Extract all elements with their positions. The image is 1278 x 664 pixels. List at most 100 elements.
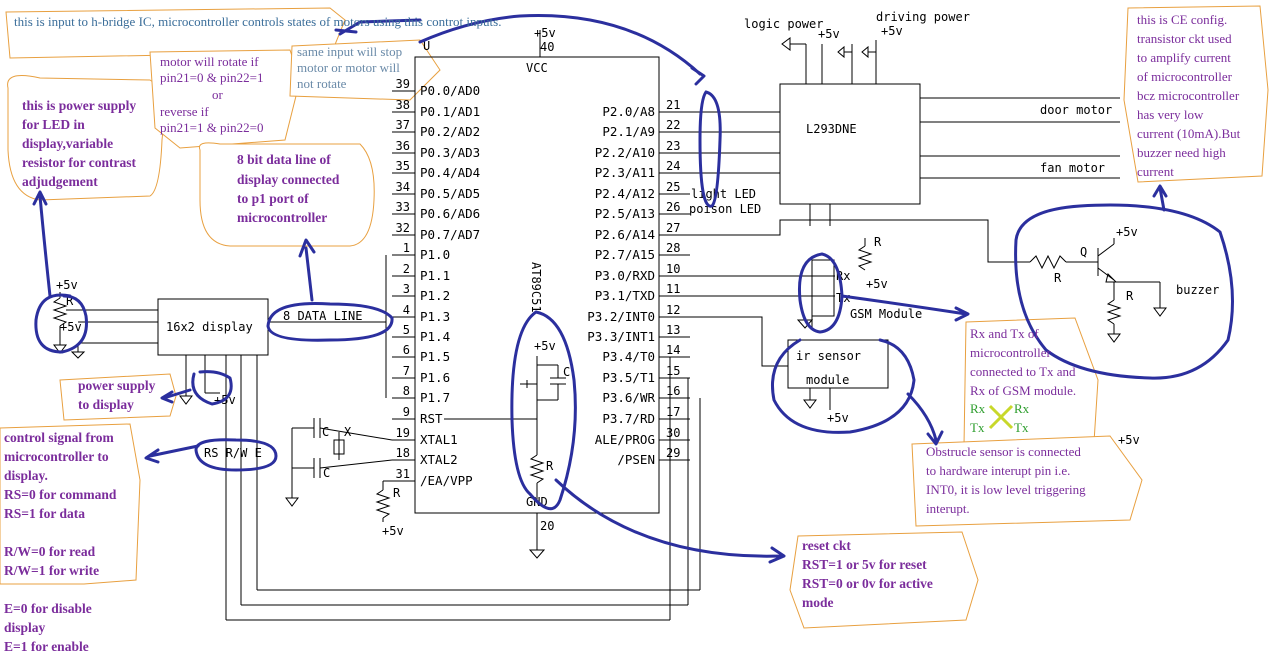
note-control-signals: control signal from microcontroller to d…	[4, 430, 117, 654]
pot-supply-mid: +5v	[60, 320, 82, 334]
door-motor-label: door motor	[1040, 103, 1112, 117]
pin-name: P1.7	[420, 390, 450, 405]
pin-name: P3.3/INT1	[587, 329, 655, 344]
note-rx-tx: Rx and Tx of microcontroller connected t…	[970, 326, 1076, 435]
svg-text:R/W=0 for read: R/W=0 for read	[4, 544, 96, 559]
data-bus: 8 DATA LINE	[78, 255, 387, 398]
note-reset-circuit: reset ckt RST=1 or 5v for reset RST=0 or…	[802, 538, 933, 610]
reset-r: R	[546, 459, 554, 473]
vcc-supply: +5v	[534, 26, 556, 40]
pin-number: 14	[666, 343, 680, 357]
pin-name: P3.7/RD	[602, 411, 655, 426]
ground-icon	[53, 344, 67, 354]
pin-number: 39	[396, 77, 410, 91]
pin-name: P2.2/A10	[595, 145, 655, 160]
pin-number: 18	[396, 446, 410, 460]
pin-number: 34	[396, 180, 410, 194]
pin-name: P3.0/RXD	[595, 268, 655, 283]
pin-name: P3.1/TXD	[595, 288, 655, 303]
note-display-power: power supply to display	[78, 378, 156, 412]
annotation-strokes	[32, 14, 1234, 564]
pin-name: P2.1/A9	[602, 124, 655, 139]
buz-supply: +5v	[1116, 225, 1138, 239]
pin-name: P2.3/A11	[595, 165, 655, 180]
pin-6: 6 P1.5	[392, 343, 450, 364]
xtal-c2: C	[323, 466, 330, 480]
pin-number: 24	[666, 159, 680, 173]
pin-name: P1.5	[420, 349, 450, 364]
svg-text:buzzer need high: buzzer need high	[1137, 145, 1226, 160]
note-same-input: same input will stop motor or motor will…	[297, 44, 402, 91]
pin-22: 22 P2.1/A9	[602, 118, 690, 139]
buzzer-drive-line	[659, 219, 1030, 263]
motor-driver: L293DNE logic power driving power +5v +5…	[659, 10, 1120, 226]
ground-icon	[285, 497, 299, 507]
pin-name: XTAL2	[420, 452, 458, 467]
xtal-x: X	[344, 425, 352, 439]
pin-number: 19	[396, 426, 410, 440]
pin-number: 6	[403, 343, 410, 357]
svg-text:motor or motor will: motor or motor will	[297, 60, 400, 75]
chip-name: AT89C51	[529, 262, 543, 313]
svg-text:to hardware interupt pin i.e.: to hardware interupt pin i.e.	[926, 463, 1070, 478]
xtal-c1: C	[322, 425, 329, 439]
pin-number: 32	[396, 221, 410, 235]
note-obstacle-sensor: Obstrucle sensor is connected to hardwar…	[926, 444, 1086, 516]
svg-text:Rx: Rx	[1014, 401, 1030, 416]
svg-text:to p1 port of: to p1 port of	[237, 191, 309, 206]
buz-r2: R	[1126, 289, 1134, 303]
pin-number: 22	[666, 118, 680, 132]
note-ce-config: this is CE config. transistor ckt used t…	[1137, 12, 1241, 179]
pin-number: 26	[666, 200, 680, 214]
gsm-module-label: GSM Module	[850, 307, 922, 321]
pin-number: 33	[396, 200, 410, 214]
pin-name: P3.6/WR	[602, 390, 655, 405]
pin-number: 23	[666, 139, 680, 153]
pin-name: P1.1	[420, 268, 450, 283]
pin-name: P0.2/AD2	[420, 124, 480, 139]
pin-number: 4	[403, 303, 410, 317]
pin-number: 9	[403, 405, 410, 419]
svg-text:pin21=1 & pin22=0: pin21=1 & pin22=0	[160, 120, 264, 135]
pin-number: 11	[666, 282, 680, 296]
note-motor-rotation: motor will rotate if pin21=0 & pin22=1 o…	[160, 54, 264, 135]
vcc-pin: 40	[540, 40, 554, 54]
pin-name: P2.6/A14	[595, 227, 655, 242]
pin-number: 35	[396, 159, 410, 173]
note-bubbles	[0, 5, 1269, 629]
pin-name: P2.4/A12	[595, 186, 655, 201]
svg-text:adjudgement: adjudgement	[22, 174, 98, 189]
ground-icon	[803, 399, 817, 409]
svg-text:8 bit data line of: 8 bit data line of	[237, 152, 331, 167]
svg-text:interupt.: interupt.	[926, 501, 970, 516]
pin-29: 29/PSEN	[617, 446, 690, 467]
pin-name: P0.7/AD7	[420, 227, 480, 242]
pin-name: P1.4	[420, 329, 450, 344]
svg-text:R/W=1 for write: R/W=1 for write	[4, 563, 99, 578]
svg-text:Rx of GSM module.: Rx of GSM module.	[970, 383, 1076, 398]
svg-text:current (10mA).But: current (10mA).But	[1137, 126, 1241, 141]
svg-text:control signal from: control signal from	[4, 430, 115, 445]
pin-number: 7	[403, 364, 410, 378]
pin-number: 13	[666, 323, 680, 337]
pin-name: P0.6/AD6	[420, 206, 480, 221]
svg-text:to amplify current: to amplify current	[1137, 50, 1231, 65]
svg-text:for LED in: for LED in	[22, 117, 85, 132]
pin-name: /PSEN	[617, 452, 655, 467]
gsm-r: R	[874, 235, 882, 249]
svg-text:pin21=0 & pin22=1: pin21=0 & pin22=1	[160, 70, 264, 85]
crossover-mark	[988, 404, 1014, 430]
svg-text:reverse if: reverse if	[160, 104, 209, 119]
svg-text:Tx: Tx	[970, 420, 985, 435]
pin-number: 17	[666, 405, 680, 419]
